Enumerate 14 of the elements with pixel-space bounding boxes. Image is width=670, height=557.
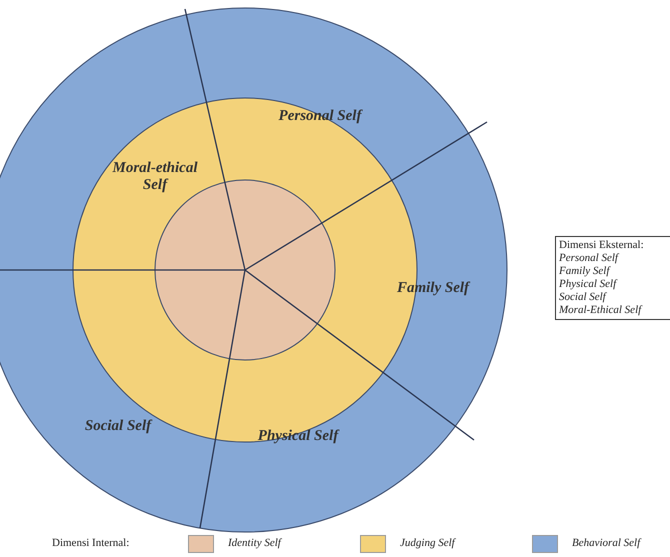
- legend-text: Behavioral Self: [572, 537, 640, 549]
- legend-text: Identity Self: [228, 537, 281, 549]
- segment-label: Moral-ethical Self: [111, 160, 198, 194]
- legend-title: Dimensi Internal:: [52, 537, 130, 549]
- segment-label: Physical Self: [256, 428, 340, 445]
- box-item: Physical Self: [559, 278, 618, 291]
- segment-label: Social Self: [84, 418, 154, 435]
- box-item: Social Self: [559, 291, 608, 304]
- box-item: Family Self: [559, 265, 612, 278]
- legend-box: [555, 236, 670, 320]
- box-item: Moral-Ethical Self: [559, 304, 644, 317]
- box-heading: Dimensi Eksternal:: [559, 239, 645, 252]
- legend-text: Judging Self: [400, 537, 455, 549]
- box-item: Personal Self: [559, 252, 620, 265]
